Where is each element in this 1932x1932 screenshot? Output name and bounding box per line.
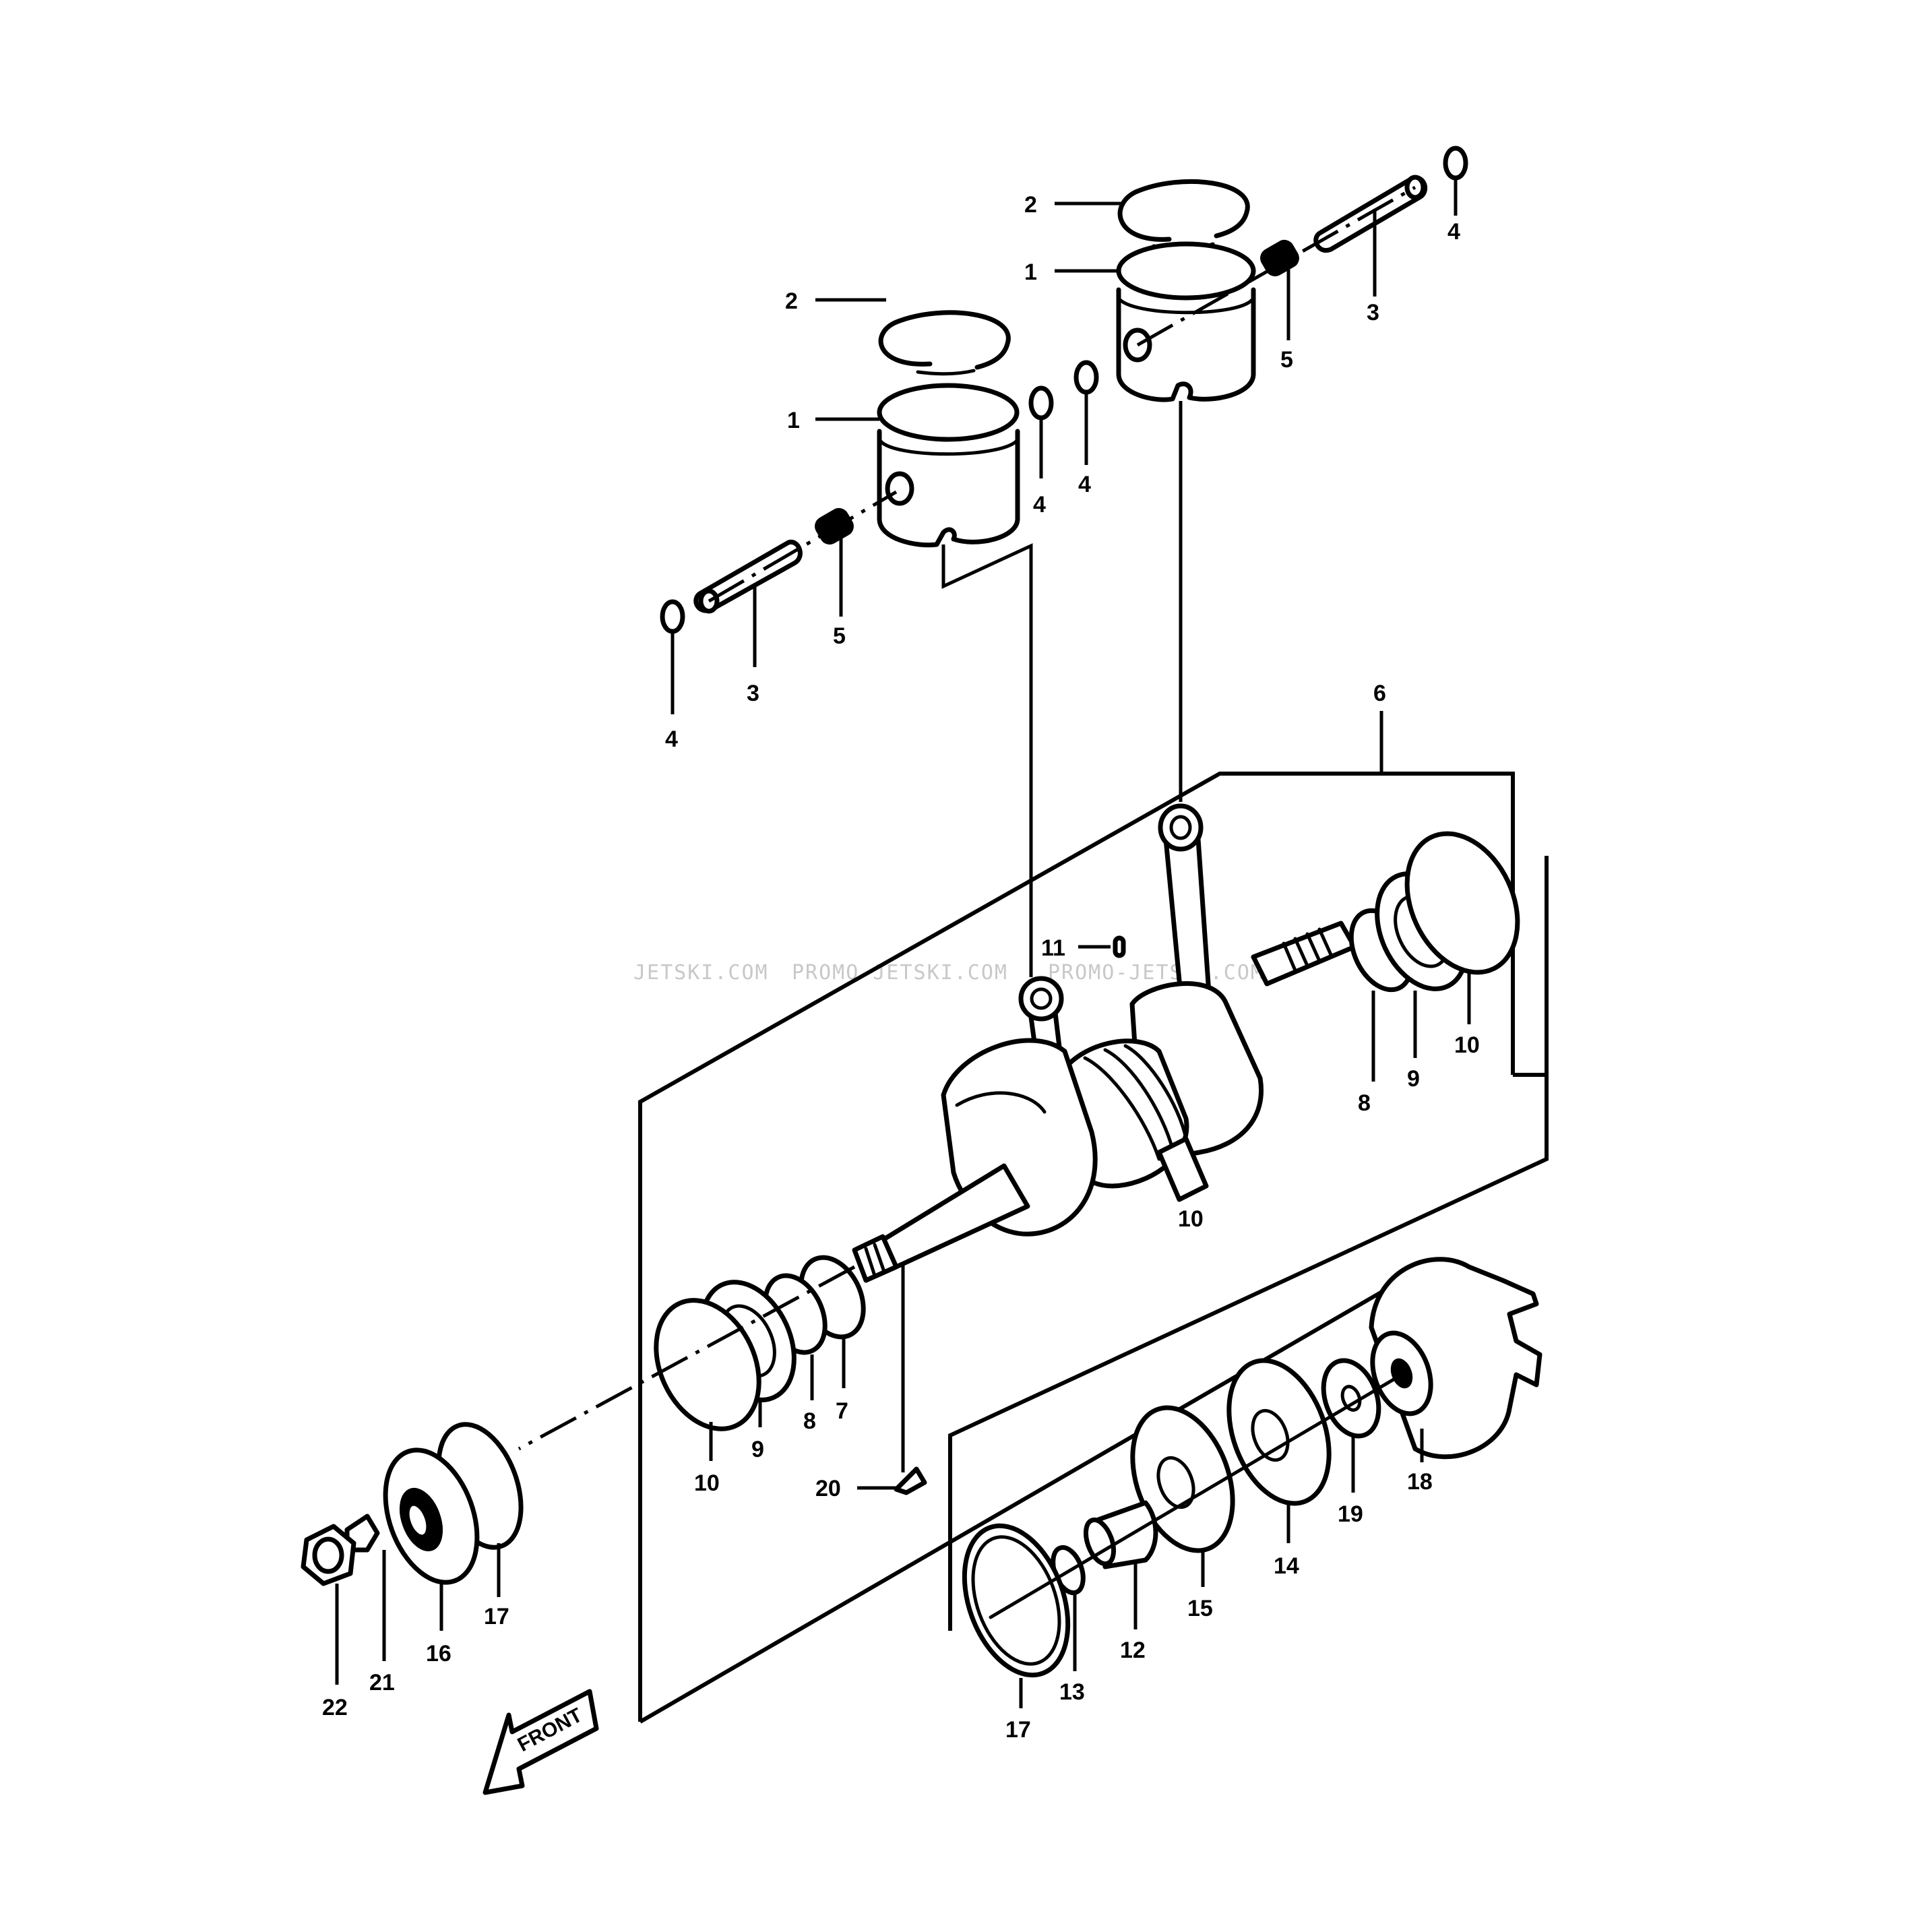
watermark: JETSKI.COM PROMO-JETSKI.COM PROMO-JETSKI… [633, 961, 1264, 985]
callout-4-right-a: 4 [1447, 219, 1460, 245]
key-20 [894, 1466, 927, 1495]
piston-ring-right [1117, 179, 1250, 242]
crankshaft-shaft-right [1251, 921, 1357, 987]
center-seal-10 [1156, 1136, 1209, 1202]
callout-9-right: 9 [1407, 1066, 1420, 1092]
callout-5-left: 5 [833, 623, 846, 649]
piston-pin-clip-left-a [1028, 385, 1054, 420]
needle-bearing-left [815, 507, 854, 617]
front-seal-group [301, 1422, 524, 1586]
damper-15 [1130, 1405, 1235, 1553]
callout-4-right-b: 4 [1078, 472, 1091, 497]
coupling-centerline [989, 1373, 1404, 1619]
watermark-text-1: JETSKI.COM [633, 961, 769, 985]
callout-19: 19 [1338, 1501, 1363, 1527]
bearing-group-right [1348, 831, 1520, 993]
callout-6: 6 [1373, 681, 1386, 706]
pin-centerline-right [1136, 185, 1416, 347]
callout-3-left: 3 [747, 681, 759, 706]
bearing-group-left [518, 1255, 866, 1451]
woodruff-key-11 [1113, 935, 1126, 958]
callout-17-front: 17 [484, 1604, 509, 1629]
front-direction-arrow: FRONT [482, 1689, 599, 1795]
piston-pin-clip-right-a [1073, 360, 1099, 395]
output-coupling-group [962, 1257, 1543, 1678]
piston-assembly-left [660, 310, 1054, 977]
damper-14 [1226, 1358, 1332, 1506]
callout-9-left: 9 [751, 1437, 764, 1462]
callout-5-right: 5 [1280, 347, 1293, 373]
callout-21: 21 [369, 1670, 395, 1695]
callout-13: 13 [1059, 1679, 1085, 1705]
frame-crankshaft-assy [638, 772, 1515, 1722]
frame-crankshaft-bottom [639, 1278, 1403, 1724]
crankshaft [852, 803, 1357, 1283]
callout-11: 11 [1041, 935, 1065, 961]
callout-10-right: 10 [1454, 1032, 1480, 1058]
piston-assembly-right [1073, 146, 1468, 802]
callout-1-left: 1 [787, 408, 800, 433]
shaft-centerline-left [518, 1265, 856, 1451]
crankshaft-thread-right [1282, 927, 1334, 972]
callout-8-right: 8 [1358, 1090, 1371, 1116]
piston-left [877, 383, 1020, 548]
callout-labels: 2 1 4 5 3 4 2 1 4 3 5 4 6 11 8 9 10 10 7… [322, 192, 1480, 1743]
rod-small-end-left [1018, 976, 1064, 1022]
piston-ring-gap-left [916, 369, 976, 376]
callout-17-rear: 17 [1005, 1717, 1031, 1743]
circlip-10-right [1404, 831, 1520, 975]
callout-2-left: 2 [785, 288, 798, 314]
callout-16: 16 [426, 1641, 451, 1666]
pin-centerline-left [708, 490, 898, 603]
callout-8-left: 8 [803, 1408, 816, 1434]
rod-small-end-right [1158, 803, 1204, 852]
callout-10-left: 10 [694, 1470, 720, 1496]
callout-2-right: 2 [1024, 192, 1037, 218]
callout-18: 18 [1407, 1469, 1433, 1495]
callout-4-left-b: 4 [665, 726, 678, 752]
callout-1-right: 1 [1024, 259, 1037, 285]
callout-15: 15 [1187, 1596, 1213, 1621]
callout-14: 14 [1274, 1553, 1299, 1579]
piston-pin-clip-left-b [660, 599, 685, 634]
callout-10-center: 10 [1178, 1206, 1204, 1232]
frame-output-group [948, 856, 1549, 1631]
callout-3-right: 3 [1367, 300, 1379, 325]
leader-lines [335, 179, 1471, 1708]
key-20-group [894, 1264, 927, 1495]
callout-7: 7 [836, 1398, 848, 1424]
piston-ring-left [878, 310, 1011, 370]
piston-right [1116, 241, 1256, 402]
callout-22: 22 [322, 1695, 348, 1720]
front-arrow-icon [482, 1689, 599, 1795]
callout-4-left-a: 4 [1033, 492, 1046, 518]
callout-20: 20 [815, 1476, 841, 1501]
piston-pin-clip-right-b [1443, 146, 1468, 181]
callout-12: 12 [1120, 1638, 1146, 1663]
piston-left-to-rod-line [941, 543, 1033, 977]
crankshaft-assembly-frame [638, 772, 1549, 1724]
watermark-text-2: PROMO-JETSKI.COM [792, 961, 1008, 985]
watermark-text-3: PROMO-JETSKI.COM [1048, 961, 1264, 985]
